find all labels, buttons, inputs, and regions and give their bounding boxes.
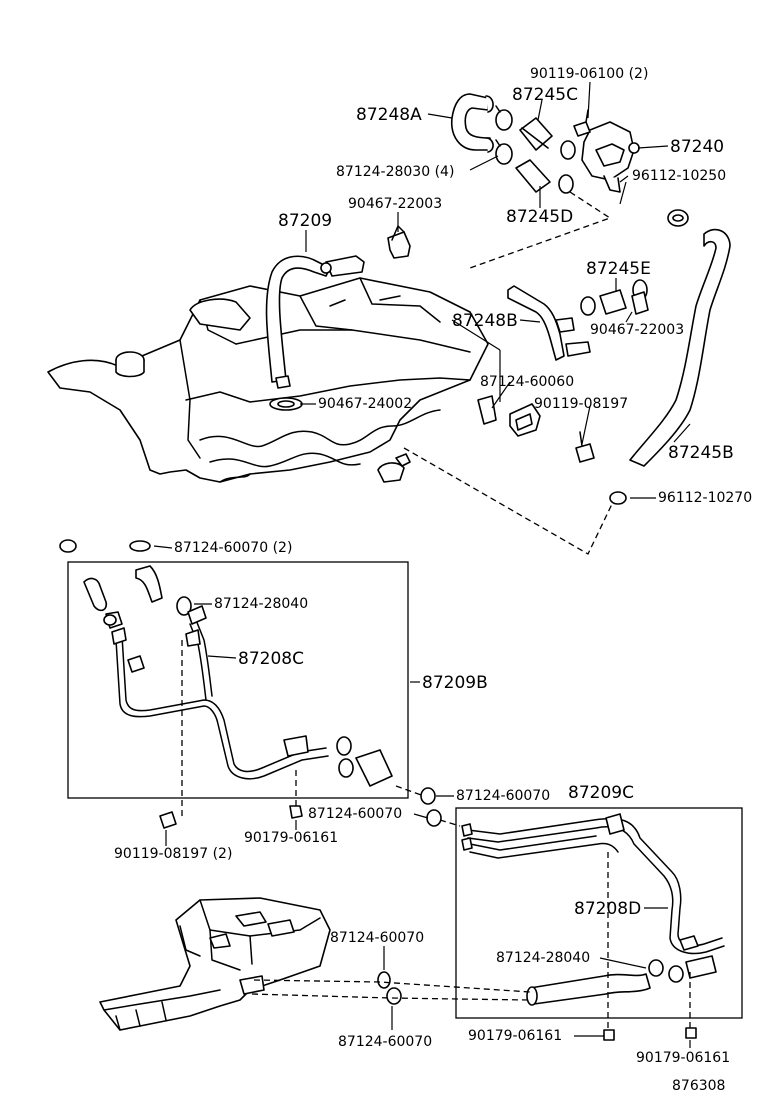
assembly-box-87209B xyxy=(67,561,409,799)
label-90467-22003-top: 90467-22003 xyxy=(348,196,442,212)
label-87209B: 87209B xyxy=(422,673,488,693)
label-87124-60070-d: 87124-60070 xyxy=(338,1034,432,1050)
label-90467-24002: 90467-24002 xyxy=(318,396,412,412)
hose-87245C xyxy=(519,117,553,151)
nut-90179-06161-a xyxy=(289,805,303,819)
bracket-87124-60060 xyxy=(477,395,541,437)
label-87124-28040-left: 87124-28040 xyxy=(214,596,308,612)
hose-87245D xyxy=(515,159,551,193)
clamps-top-87209B xyxy=(59,539,151,553)
label-87248B: 87248B xyxy=(452,311,518,331)
label-87209C: 87209C xyxy=(568,783,634,803)
clip-90467-22003-top xyxy=(387,225,411,259)
label-90119-08197-2: 90119-08197 (2) xyxy=(114,846,232,862)
heater-unit-illustration xyxy=(99,897,331,1031)
nut-90179-06161-c xyxy=(685,1027,697,1039)
clamps-87124-60070-middle xyxy=(420,787,442,827)
label-87245C: 87245C xyxy=(512,85,578,105)
hose-87209 xyxy=(265,255,365,389)
label-87124-60070-c: 87124-60070 xyxy=(330,930,424,946)
leader-lines xyxy=(153,81,691,1048)
clamp-96112-10250 xyxy=(667,209,689,227)
pipe-87248B xyxy=(507,285,591,361)
label-87124-60070-b: 87124-60070 xyxy=(308,806,402,822)
part-labels: 87248A 87245C 90119-06100 (2) 87240 8712… xyxy=(114,66,752,1094)
label-87208C: 87208C xyxy=(238,649,304,669)
label-87124-28040-right: 87124-28040 xyxy=(496,950,590,966)
label-87248A: 87248A xyxy=(356,105,422,125)
label-90467-22003-right: 90467-22003 xyxy=(590,322,684,338)
label-87124-28030: 87124-28030 (4) xyxy=(336,164,454,180)
bolt-90119-08197-top xyxy=(575,431,595,463)
clamp-90467-24002 xyxy=(269,397,303,411)
label-87124-60070-a: 87124-60070 xyxy=(456,788,550,804)
label-87245B: 87245B xyxy=(668,443,734,463)
label-90179-06161-a: 90179-06161 xyxy=(244,830,338,846)
clamp-96112-10270 xyxy=(609,491,627,505)
label-90179-06161-b: 90179-06161 xyxy=(468,1028,562,1044)
label-96112-10250: 96112-10250 xyxy=(632,168,726,184)
clamps-87124-28030 xyxy=(495,105,513,165)
label-87208D: 87208D xyxy=(574,899,641,919)
hose-87248A xyxy=(451,93,494,153)
engine-illustration xyxy=(47,277,489,483)
label-87124-60060: 87124-60060 xyxy=(480,374,574,390)
clamps-87124-60070-lower xyxy=(377,971,402,1005)
label-90119-06100: 90119-06100 (2) xyxy=(530,66,648,82)
label-90119-08197-top: 90119-08197 xyxy=(534,396,628,412)
bolt-90119-08197-lower xyxy=(159,811,177,829)
pipe-87208D xyxy=(461,813,725,955)
label-87245D: 87245D xyxy=(506,207,573,227)
label-87209: 87209 xyxy=(278,211,332,231)
hose-87209C-lower xyxy=(526,955,717,1006)
label-87240: 87240 xyxy=(670,137,724,157)
bolt-90119-06100 xyxy=(573,109,591,137)
hose-87245B xyxy=(629,228,731,467)
hoses-87209B-right xyxy=(336,736,393,787)
hoses-87209B-left xyxy=(83,565,207,626)
label-87124-60070-2: 87124-60070 (2) xyxy=(174,540,292,556)
label-87245E: 87245E xyxy=(586,259,651,279)
label-96112-10270: 96112-10270 xyxy=(658,490,752,506)
label-90179-06161-c: 90179-06161 xyxy=(636,1050,730,1066)
figure-number: 876308 xyxy=(672,1078,725,1094)
assembly-box-87209C xyxy=(455,807,743,1019)
hose-87245E xyxy=(580,279,649,316)
nut-90179-06161-b xyxy=(603,1029,615,1041)
clamps-near-87245C xyxy=(558,140,576,194)
pipe-87208C xyxy=(105,611,329,780)
